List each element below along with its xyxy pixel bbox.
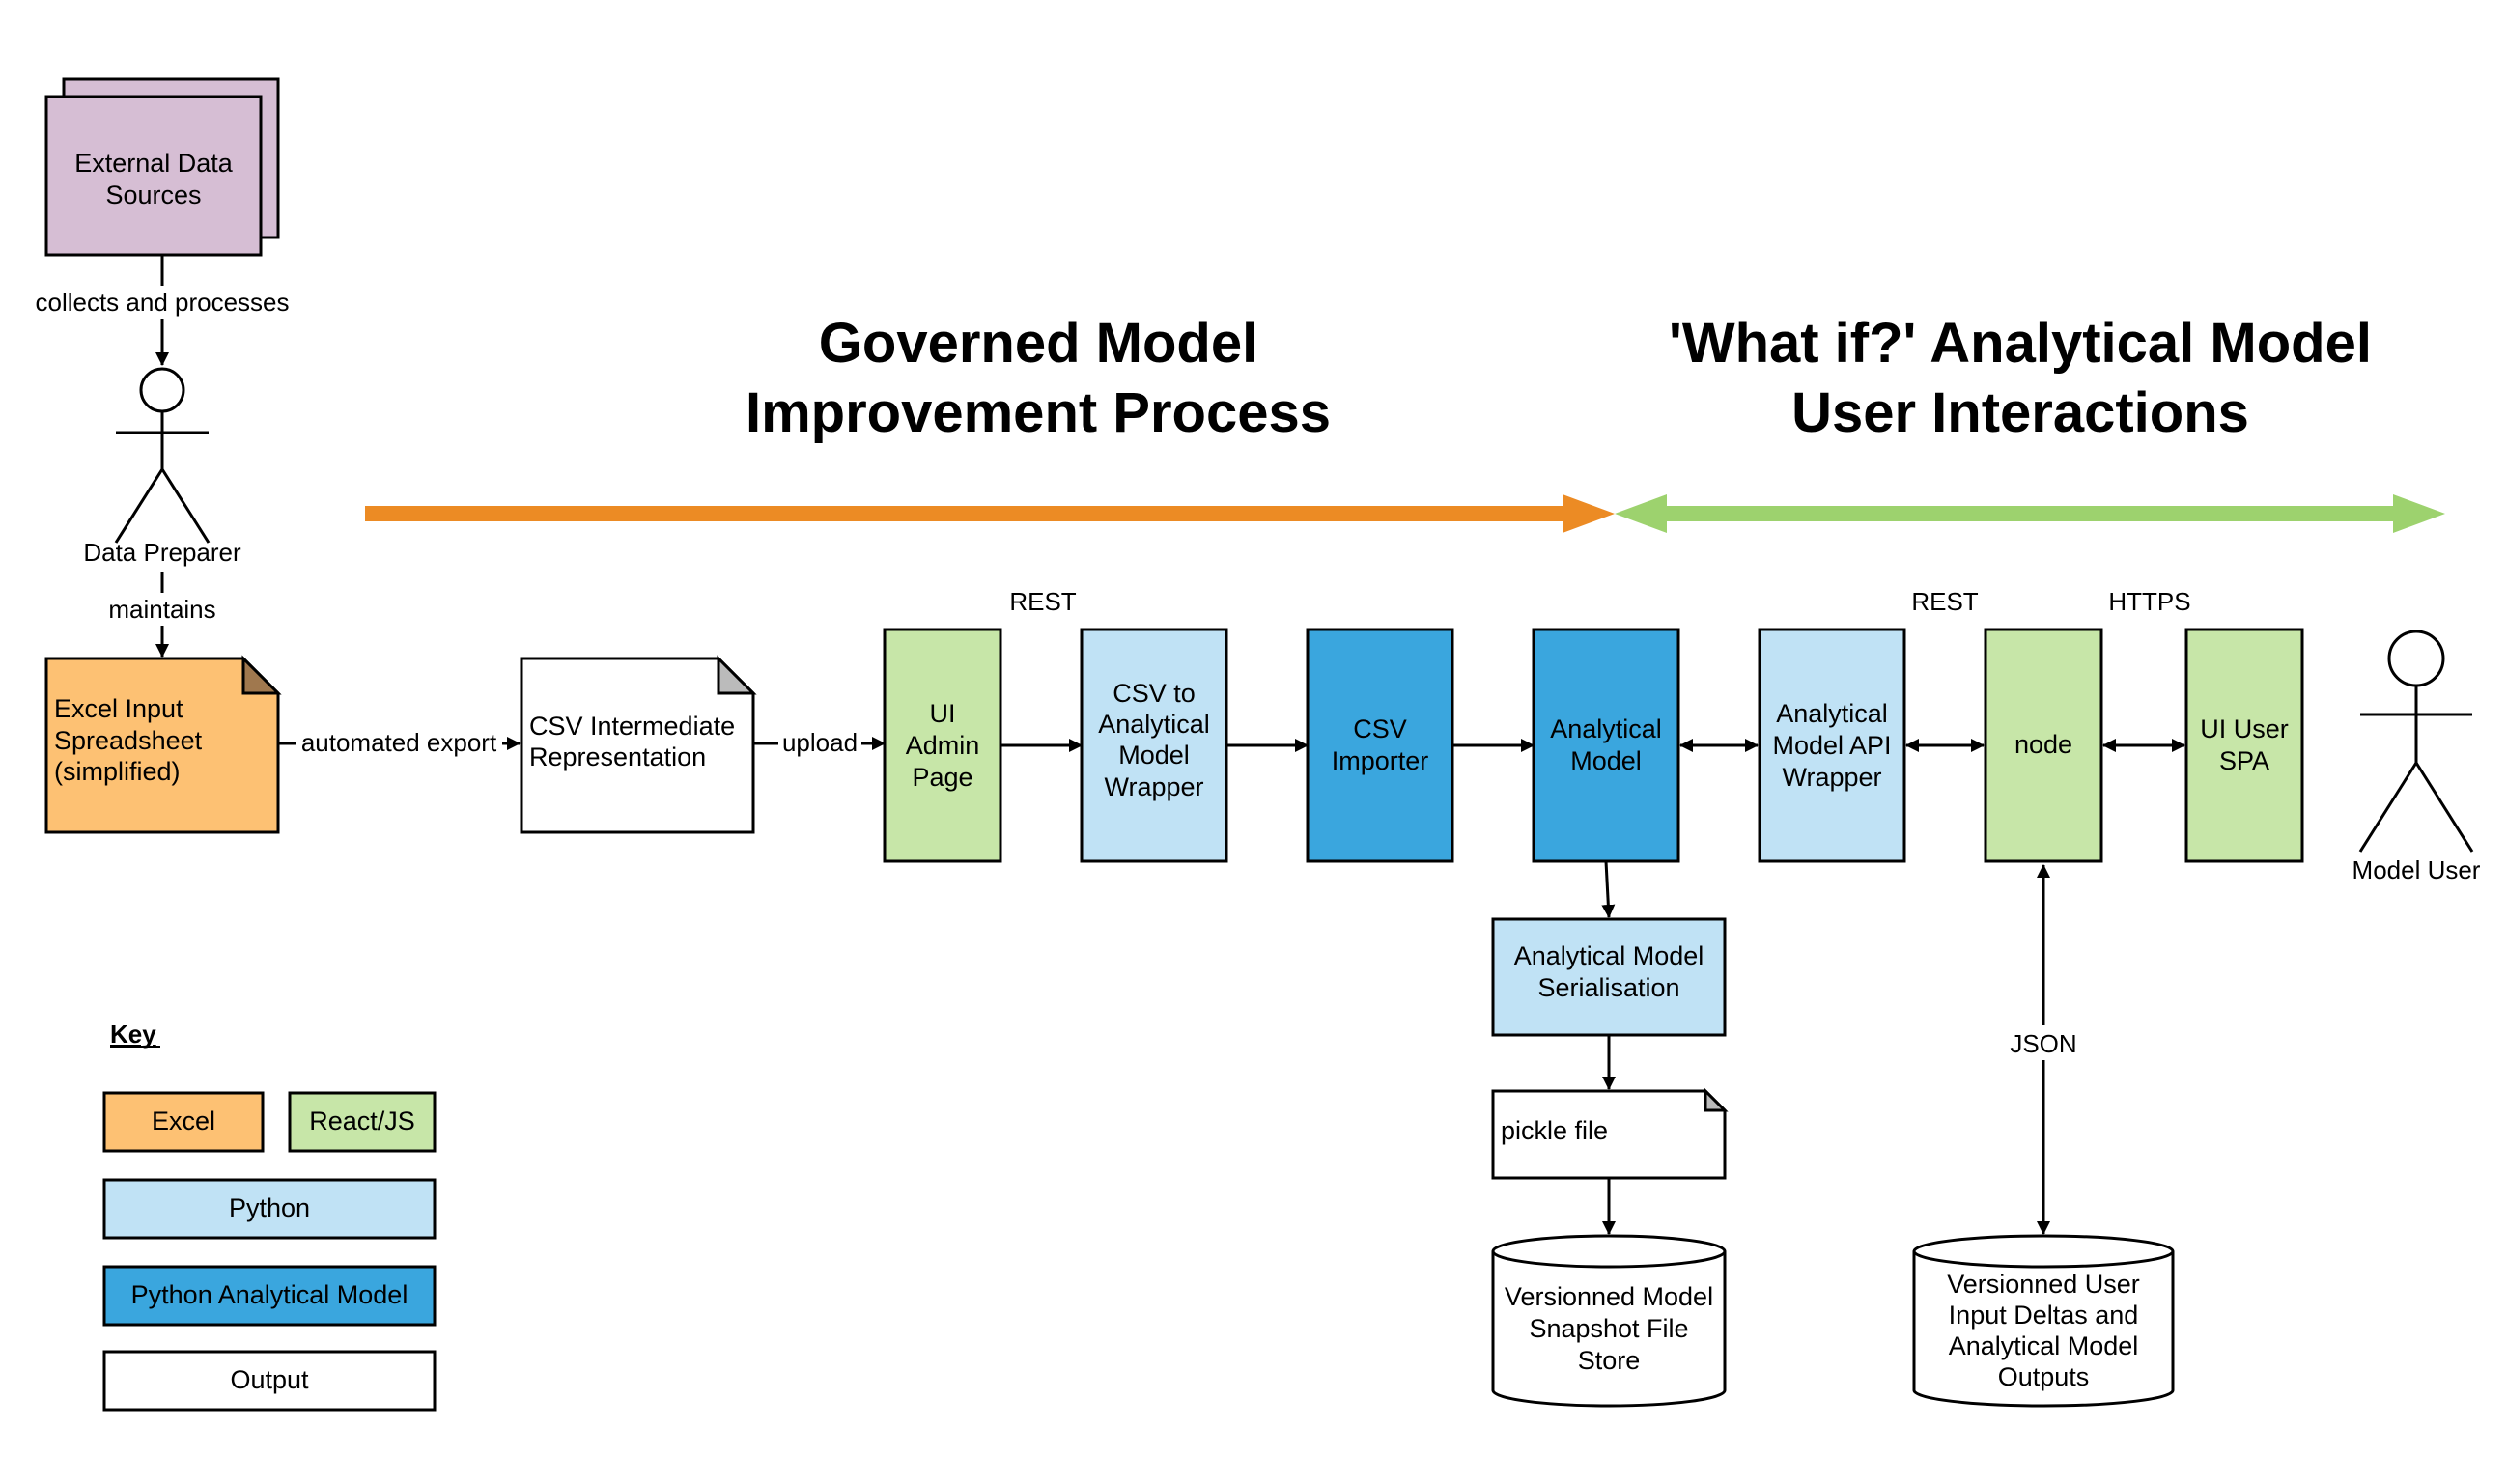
legend-react-label: React/JS xyxy=(309,1106,415,1135)
https-label: HTTPS xyxy=(2108,587,2190,616)
csv-to-analytical-model-wrapper: CSV to Analytical Model Wrapper xyxy=(1080,628,1228,863)
title-governed: Governed Model Improvement Process xyxy=(746,312,1331,444)
pickle-file: pickle file xyxy=(1491,1087,1729,1180)
serialisation-line2: Serialisation xyxy=(1537,973,1679,1002)
title-whatif-line1: 'What if?' Analytical Model xyxy=(1669,312,2372,375)
data-preparer-actor-icon xyxy=(114,367,211,544)
rest-left-label: REST xyxy=(1009,587,1076,616)
csv-wrapper-line2: Analytical xyxy=(1098,710,1210,739)
user-store-line4: Outputs xyxy=(1998,1362,2090,1391)
external-data-sources: External Data Sources xyxy=(44,77,280,257)
csv-importer: CSV Importer xyxy=(1306,628,1454,863)
legend: Key Excel React/JS Python Python Analyti… xyxy=(102,1020,437,1412)
excel-input-line1: Excel Input xyxy=(54,694,183,723)
edge-collects-label: collects and processes xyxy=(35,288,289,317)
legend-output-label: Output xyxy=(230,1365,309,1394)
excel-input-line3: (simplified) xyxy=(54,757,181,786)
csv-intermediate-representation: CSV Intermediate Representation xyxy=(520,655,757,834)
external-sources-line2: Sources xyxy=(105,181,201,210)
legend-output: Output xyxy=(102,1350,437,1412)
legend-python-label: Python xyxy=(229,1193,310,1222)
excel-input-line2: Spreadsheet xyxy=(54,726,203,755)
model-user-actor-icon xyxy=(2358,630,2474,853)
ui-admin-line2: Admin xyxy=(906,731,980,760)
legend-python-model: Python Analytical Model xyxy=(102,1265,437,1327)
ui-spa-line1: UI User xyxy=(2200,714,2289,743)
title-whatif-line2: User Interactions xyxy=(1791,381,2249,444)
title-whatif: 'What if?' Analytical Model User Interac… xyxy=(1669,312,2372,444)
title-governed-line1: Governed Model xyxy=(819,312,1257,375)
user-store-line2: Input Deltas and xyxy=(1949,1301,2139,1330)
api-wrapper-line2: Model API xyxy=(1772,731,1891,760)
legend-python-model-label: Python Analytical Model xyxy=(131,1280,408,1309)
legend-excel: Excel xyxy=(102,1091,265,1153)
analytical-model: Analytical Model xyxy=(1532,628,1680,863)
data-preparer-label: Data Preparer xyxy=(83,538,241,567)
pickle-label: pickle file xyxy=(1501,1116,1608,1145)
user-store-line3: Analytical Model xyxy=(1949,1331,2139,1360)
analytical-model-api-wrapper: Analytical Model API Wrapper xyxy=(1758,628,1906,863)
ui-user-spa: UI User SPA xyxy=(2184,628,2304,863)
ui-spa-line2: SPA xyxy=(2219,746,2269,775)
governed-phase-arrow xyxy=(365,494,1615,533)
ui-admin-page: UI Admin Page xyxy=(883,628,1002,863)
edge-maintains-label: maintains xyxy=(108,595,215,624)
legend-python: Python xyxy=(102,1178,437,1240)
whatif-phase-arrow xyxy=(1615,494,2445,533)
analytical-model-line2: Model xyxy=(1570,746,1642,775)
edge-json-label: JSON xyxy=(2010,1029,2076,1058)
legend-title: Key xyxy=(110,1020,156,1049)
excel-input-spreadsheet: Excel Input Spreadsheet (simplified) xyxy=(44,655,282,834)
ui-admin-line1: UI xyxy=(930,699,956,728)
snapshot-store-line1: Versionned Model xyxy=(1505,1282,1713,1311)
analytical-model-line1: Analytical xyxy=(1550,714,1662,743)
snapshot-store-line2: Snapshot File xyxy=(1529,1314,1688,1343)
edge-upload-label: upload xyxy=(782,728,858,757)
csv-wrapper-line3: Model xyxy=(1118,741,1190,770)
node-label: node xyxy=(2014,730,2072,759)
csv-wrapper-line4: Wrapper xyxy=(1104,772,1203,801)
snapshot-store-line3: Store xyxy=(1578,1346,1641,1375)
csv-importer-line1: CSV xyxy=(1353,714,1407,743)
title-governed-line2: Improvement Process xyxy=(746,381,1331,444)
csv-intermediate-line2: Representation xyxy=(529,742,706,771)
csv-intermediate-line1: CSV Intermediate xyxy=(529,712,735,741)
edge-automated-export-label: automated export xyxy=(301,728,497,757)
csv-importer-line2: Importer xyxy=(1332,746,1429,775)
ui-admin-line3: Page xyxy=(912,763,972,792)
user-store-line1: Versionned User xyxy=(1947,1270,2140,1299)
model-snapshot-store: Versionned Model Snapshot File Store xyxy=(1491,1234,1727,1408)
api-wrapper-line1: Analytical xyxy=(1776,699,1888,728)
model-user-label: Model User xyxy=(2352,855,2481,884)
user-input-deltas-store: Versionned User Input Deltas and Analyti… xyxy=(1912,1234,2175,1408)
edge-model-serialisation xyxy=(1601,860,1616,918)
node-server: node xyxy=(1984,628,2103,863)
legend-react: React/JS xyxy=(288,1091,437,1153)
csv-wrapper-line1: CSV to xyxy=(1113,679,1196,708)
serialisation-line1: Analytical Model xyxy=(1514,941,1704,970)
external-sources-line1: External Data xyxy=(74,149,234,178)
rest-right-label: REST xyxy=(1911,587,1978,616)
analytical-model-serialisation: Analytical Model Serialisation xyxy=(1491,917,1727,1037)
legend-excel-label: Excel xyxy=(152,1106,215,1135)
api-wrapper-line3: Wrapper xyxy=(1782,763,1881,792)
